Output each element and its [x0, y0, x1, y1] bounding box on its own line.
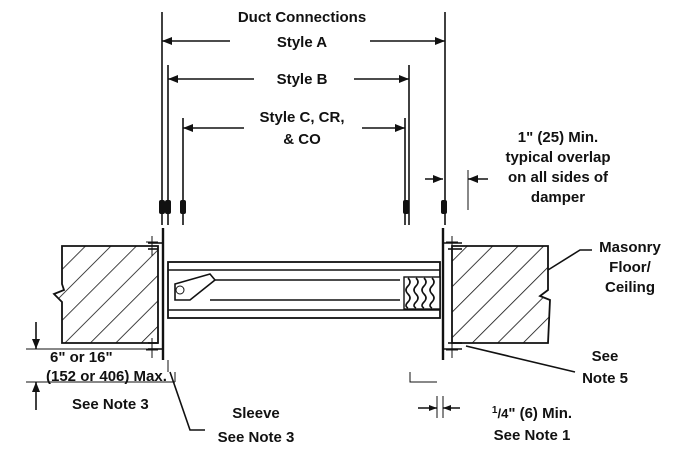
label-masonry-line1: Masonry [599, 239, 661, 256]
label-min-num: 1 [492, 405, 498, 416]
label-sleeve-dim-line3: See Note 3 [72, 396, 149, 413]
damper-frame [167, 261, 441, 319]
dimension-style-b [168, 75, 409, 83]
label-overlap-line4: damper [531, 189, 585, 206]
spring-coil [403, 276, 441, 310]
duct-connections [159, 12, 447, 225]
label-duct-connections: Duct Connections [238, 9, 366, 26]
leader-lines [169, 249, 592, 431]
label-masonry-line2: Floor/ [609, 259, 651, 276]
label-min-line1: 1/4" (6) Min. [492, 405, 572, 422]
label-style-a: Style A [277, 34, 327, 51]
label-min-den: /4 [497, 406, 509, 421]
label-sleeve-dim-line2: (152 or 406) Max. [46, 368, 167, 385]
label-min-rest: " (6) Min. [508, 405, 572, 422]
label-overlap-line2: typical overlap [505, 149, 610, 166]
dimension-overlap [425, 170, 488, 210]
dimension-style-a [162, 37, 445, 45]
dimension-sleeve-extension [26, 322, 176, 410]
dimension-style-c [183, 124, 405, 132]
label-style-c-line1: Style C, CR, [259, 109, 344, 126]
label-min-line2: See Note 1 [494, 427, 571, 444]
label-note5-line1: See [592, 348, 619, 365]
label-note5-line2: Note 5 [582, 370, 628, 387]
label-sleeve-line2: See Note 3 [218, 429, 295, 446]
label-masonry-line3: Ceiling [605, 279, 655, 296]
sleeve [146, 228, 462, 360]
label-style-c-line2: & CO [283, 131, 321, 148]
label-style-b: Style B [277, 71, 328, 88]
masonry-right [451, 245, 551, 344]
masonry-left [52, 245, 159, 344]
label-sleeve-line1: Sleeve [232, 405, 280, 422]
label-overlap-line3: on all sides of [508, 169, 609, 186]
dimension-quarter-inch [409, 372, 460, 418]
label-sleeve-dim-line1: 6" or 16" [50, 349, 113, 366]
label-overlap-line1: 1" (25) Min. [518, 129, 598, 146]
